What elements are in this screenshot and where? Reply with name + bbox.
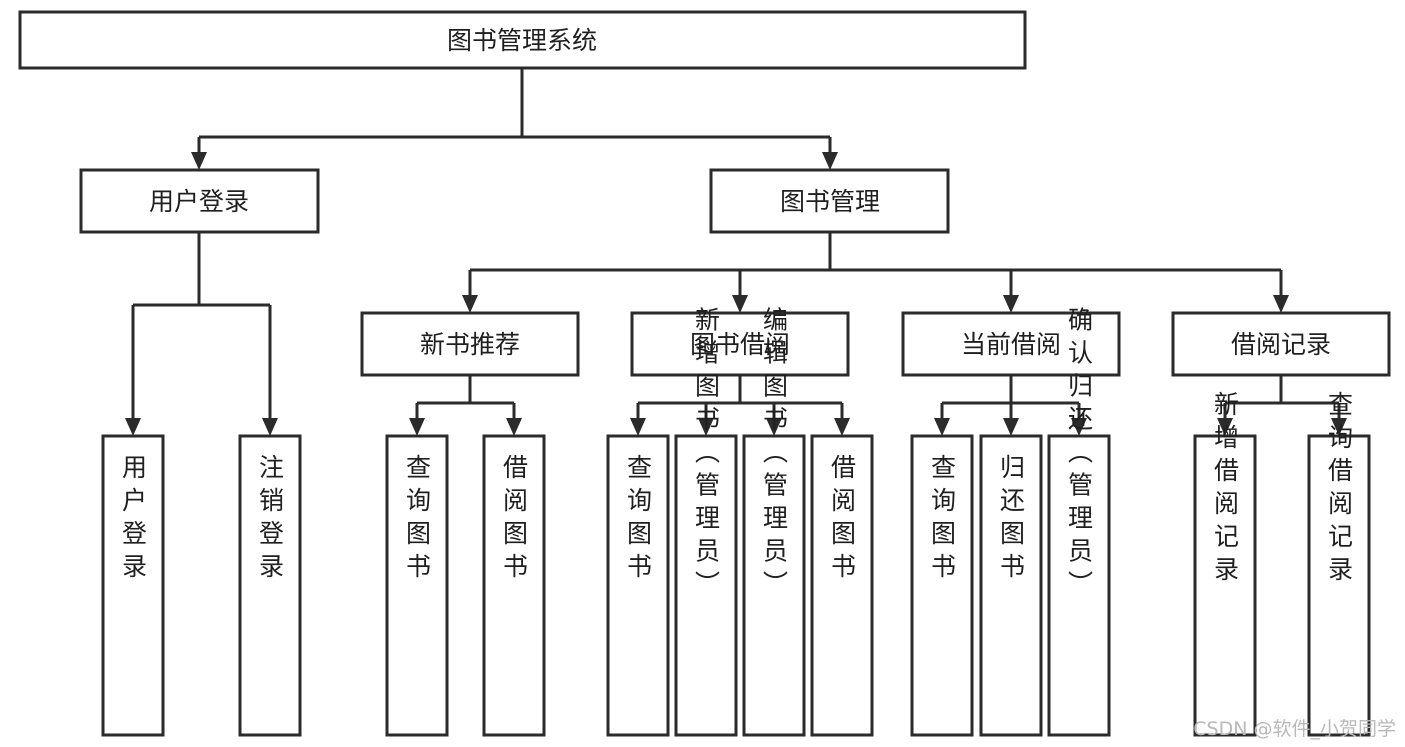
node-root-label: 图书管理系统 bbox=[447, 26, 597, 55]
node-book-borrow-label: 图书借阅 bbox=[690, 330, 790, 359]
arrow-to-recommend-leaf-1 bbox=[409, 418, 425, 436]
leaf-borrow-query-book[interactable]: 查询图书 bbox=[606, 434, 670, 737]
leaf-recommend-query-book-box[interactable] bbox=[385, 434, 449, 737]
leaf-borrow-add-book-label: 新增图书（管理员） bbox=[692, 307, 721, 604]
arrow-to-current-leaf-3 bbox=[1071, 418, 1087, 436]
node-borrow-record-label: 借阅记录 bbox=[1231, 330, 1331, 359]
node-current-borrow-label: 当前借阅 bbox=[961, 330, 1061, 359]
node-book-borrow[interactable]: 图书借阅 bbox=[630, 311, 850, 377]
leaf-user-login-login-box[interactable] bbox=[101, 434, 165, 737]
arrow-to-current-leaf-1 bbox=[934, 418, 950, 436]
leaf-user-login-login[interactable]: 用户登录 bbox=[101, 434, 165, 737]
edges-layer bbox=[125, 68, 1347, 436]
arrow-to-borrow-record bbox=[1273, 295, 1289, 313]
leaf-recommend-query-book[interactable]: 查询图书 bbox=[385, 434, 449, 737]
leaf-user-login-login-label: 用户登录 bbox=[119, 454, 148, 586]
leaf-current-confirm-return[interactable]: 确认归还（管理员） bbox=[1047, 307, 1111, 737]
node-new-book-recommend[interactable]: 新书推荐 bbox=[360, 311, 580, 377]
leaf-record-query-record[interactable]: 查询借阅记录 bbox=[1307, 391, 1371, 737]
leaf-current-return-book[interactable]: 归还图书 bbox=[979, 434, 1043, 737]
node-book-manage-label: 图书管理 bbox=[780, 187, 880, 216]
leaf-current-query-book[interactable]: 查询图书 bbox=[910, 434, 974, 737]
arrow-to-new-book-recommend bbox=[462, 295, 478, 313]
node-borrow-record[interactable]: 借阅记录 bbox=[1171, 311, 1391, 377]
leaf-recommend-query-book-label: 查询图书 bbox=[403, 454, 432, 586]
leaf-borrow-edit-book-box[interactable] bbox=[742, 434, 806, 737]
leaf-current-query-book-box[interactable] bbox=[910, 434, 974, 737]
leaf-recommend-borrow-book-box[interactable] bbox=[482, 434, 546, 737]
arrow-to-book-borrow bbox=[732, 295, 748, 313]
leaf-current-confirm-return-label: 确认归还（管理员） bbox=[1065, 307, 1094, 604]
node-book-manage[interactable]: 图书管理 bbox=[709, 168, 950, 234]
arrow-to-borrow-leaf-1 bbox=[630, 418, 646, 436]
arrow-to-record-leaf-1 bbox=[1217, 418, 1233, 436]
arrow-to-record-leaf-2 bbox=[1331, 418, 1347, 436]
leaf-borrow-add-book[interactable]: 新增图书（管理员） bbox=[674, 307, 738, 737]
node-current-borrow[interactable]: 当前借阅 bbox=[901, 311, 1121, 377]
node-root[interactable]: 图书管理系统 bbox=[18, 10, 1027, 70]
node-user-login-label: 用户登录 bbox=[149, 187, 249, 216]
leaf-current-query-book-label: 查询图书 bbox=[928, 454, 957, 586]
leaf-record-query-record-label: 查询借阅记录 bbox=[1325, 391, 1354, 589]
node-new-book-recommend-box[interactable] bbox=[360, 311, 580, 377]
leaf-current-return-book-label: 归还图书 bbox=[997, 454, 1026, 586]
arrow-to-recommend-leaf-2 bbox=[506, 418, 522, 436]
leaf-record-add-record[interactable]: 新增借阅记录 bbox=[1193, 391, 1257, 737]
node-borrow-record-box[interactable] bbox=[1171, 311, 1391, 377]
leaf-current-confirm-return-box[interactable] bbox=[1047, 434, 1111, 737]
node-root-box[interactable] bbox=[18, 10, 1027, 70]
node-new-book-recommend-label: 新书推荐 bbox=[420, 330, 520, 359]
leaf-user-login-logout[interactable]: 注销登录 bbox=[238, 434, 302, 737]
arrow-to-user-login bbox=[191, 152, 207, 170]
arrow-to-current-borrow bbox=[1003, 295, 1019, 313]
leaf-record-add-record-label: 新增借阅记录 bbox=[1211, 391, 1240, 589]
leaf-borrow-borrow-book-label: 借阅图书 bbox=[828, 454, 857, 586]
leaf-borrow-edit-book[interactable]: 编辑图书（管理员） bbox=[742, 307, 806, 737]
leaf-current-return-book-box[interactable] bbox=[979, 434, 1043, 737]
leaf-borrow-add-book-box[interactable] bbox=[674, 434, 738, 737]
node-book-manage-box[interactable] bbox=[709, 168, 950, 234]
leaf-record-add-record-box[interactable] bbox=[1193, 434, 1257, 737]
arrow-to-book-manage bbox=[822, 152, 838, 170]
node-user-login[interactable]: 用户登录 bbox=[79, 168, 320, 234]
arrow-to-leaf-logout bbox=[262, 418, 278, 436]
arrow-to-borrow-leaf-4 bbox=[834, 418, 850, 436]
leaf-borrow-edit-book-label: 编辑图书（管理员） bbox=[760, 307, 789, 604]
node-book-borrow-box[interactable] bbox=[630, 311, 850, 377]
csdn-watermark: CSDN @软件_小贺同学 bbox=[1193, 718, 1396, 740]
leaf-borrow-query-book-box[interactable] bbox=[606, 434, 670, 737]
leaf-borrow-query-book-label: 查询图书 bbox=[624, 454, 653, 586]
arrow-to-leaf-user-login bbox=[125, 418, 141, 436]
node-current-borrow-box[interactable] bbox=[901, 311, 1121, 377]
leaf-borrow-borrow-book[interactable]: 借阅图书 bbox=[810, 434, 874, 737]
arrow-to-current-leaf-2 bbox=[1003, 418, 1019, 436]
node-user-login-box[interactable] bbox=[79, 168, 320, 234]
leaf-record-query-record-box[interactable] bbox=[1307, 434, 1371, 737]
arrow-to-borrow-leaf-3 bbox=[766, 418, 782, 436]
leaf-borrow-borrow-book-box[interactable] bbox=[810, 434, 874, 737]
leaf-recommend-borrow-book[interactable]: 借阅图书 bbox=[482, 434, 546, 737]
leaf-user-login-logout-box[interactable] bbox=[238, 434, 302, 737]
leaf-recommend-borrow-book-label: 借阅图书 bbox=[500, 454, 529, 586]
arrow-to-borrow-leaf-2 bbox=[698, 418, 714, 436]
leaf-user-login-logout-label: 注销登录 bbox=[256, 454, 285, 586]
